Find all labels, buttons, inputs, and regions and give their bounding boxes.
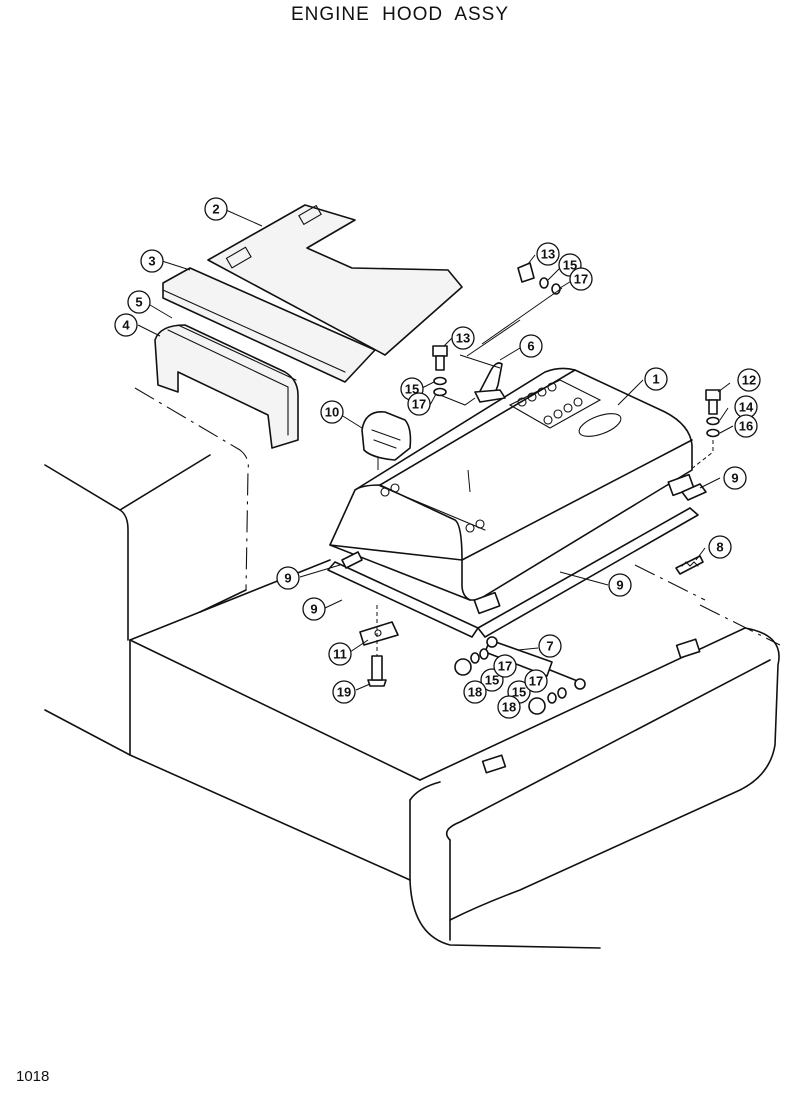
svg-text:15: 15 bbox=[405, 382, 419, 397]
page-title: ENGINE HOOD ASSY bbox=[290, 4, 510, 25]
callout-9b: 9 bbox=[276, 566, 300, 590]
callout-6: 6 bbox=[519, 334, 543, 358]
callout-9c: 9 bbox=[302, 597, 326, 621]
svg-text:4: 4 bbox=[122, 318, 130, 333]
svg-text:7: 7 bbox=[546, 639, 553, 654]
callout-9a: 9 bbox=[723, 466, 747, 490]
latch-bracket bbox=[474, 362, 506, 403]
nut-washer-set-1 bbox=[454, 648, 489, 676]
callout-7: 7 bbox=[538, 634, 562, 658]
callout-5: 5 bbox=[127, 290, 151, 314]
svg-text:17: 17 bbox=[574, 272, 588, 287]
svg-text:18: 18 bbox=[502, 700, 516, 715]
callout-2: 2 bbox=[204, 197, 228, 221]
svg-text:13: 13 bbox=[541, 247, 555, 262]
machine-upper-structure bbox=[44, 387, 781, 949]
svg-text:3: 3 bbox=[148, 254, 155, 269]
callout-18a: 18 bbox=[463, 680, 487, 704]
callout-17a: 17 bbox=[569, 267, 593, 291]
callout-1: 1 bbox=[644, 367, 668, 391]
bolt-19 bbox=[367, 605, 387, 687]
svg-text:15: 15 bbox=[485, 673, 499, 688]
svg-text:13: 13 bbox=[456, 331, 470, 346]
svg-text:9: 9 bbox=[284, 571, 291, 586]
callout-17b: 17 bbox=[407, 392, 431, 416]
page-number: 1018 bbox=[16, 1068, 50, 1085]
callout-13b: 13 bbox=[451, 326, 475, 350]
gas-spring bbox=[484, 636, 586, 690]
latch-plate bbox=[675, 555, 704, 575]
svg-text:5: 5 bbox=[135, 295, 142, 310]
svg-text:17: 17 bbox=[498, 659, 512, 674]
callout-17d: 17 bbox=[524, 669, 548, 693]
svg-text:17: 17 bbox=[529, 674, 543, 689]
insulation-strip bbox=[162, 267, 376, 383]
seal-pad bbox=[154, 324, 299, 449]
svg-text:16: 16 bbox=[739, 419, 753, 434]
callout-14: 14 bbox=[734, 395, 758, 419]
svg-text:2: 2 bbox=[212, 202, 219, 217]
top-plate-pad bbox=[207, 204, 463, 356]
svg-text:9: 9 bbox=[310, 602, 317, 617]
svg-text:9: 9 bbox=[616, 578, 623, 593]
callout-19: 19 bbox=[332, 680, 356, 704]
nut-washer-set-2 bbox=[528, 687, 567, 715]
callout-9d: 9 bbox=[608, 573, 632, 597]
bolt-13-lower bbox=[432, 345, 448, 397]
bolt-12 bbox=[689, 389, 721, 471]
callout-16: 16 bbox=[734, 414, 758, 438]
engine-hood bbox=[329, 367, 695, 615]
callout-13a: 13 bbox=[536, 242, 560, 266]
callout-12: 12 bbox=[737, 368, 761, 392]
rubber-stopper bbox=[361, 411, 412, 470]
hinge-rail bbox=[327, 483, 707, 638]
svg-text:14: 14 bbox=[739, 400, 754, 415]
svg-text:19: 19 bbox=[337, 685, 351, 700]
svg-text:18: 18 bbox=[468, 685, 482, 700]
callout-8: 8 bbox=[708, 535, 732, 559]
callout-4: 4 bbox=[114, 313, 138, 337]
svg-text:8: 8 bbox=[716, 540, 723, 555]
svg-text:10: 10 bbox=[325, 405, 339, 420]
callout-18b: 18 bbox=[497, 695, 521, 719]
bolt-13-upper bbox=[517, 262, 561, 295]
svg-text:15: 15 bbox=[512, 685, 526, 700]
svg-text:6: 6 bbox=[527, 339, 534, 354]
svg-text:12: 12 bbox=[742, 373, 756, 388]
svg-text:17: 17 bbox=[412, 397, 426, 412]
callout-10: 10 bbox=[320, 400, 344, 424]
callout-3: 3 bbox=[140, 249, 164, 273]
svg-text:15: 15 bbox=[563, 258, 577, 273]
svg-text:9: 9 bbox=[731, 471, 738, 486]
svg-text:11: 11 bbox=[333, 647, 347, 662]
mounting-plate bbox=[359, 621, 399, 646]
svg-text:1: 1 bbox=[652, 372, 659, 387]
callout-11: 11 bbox=[328, 642, 352, 666]
callout-17c: 17 bbox=[493, 654, 517, 678]
